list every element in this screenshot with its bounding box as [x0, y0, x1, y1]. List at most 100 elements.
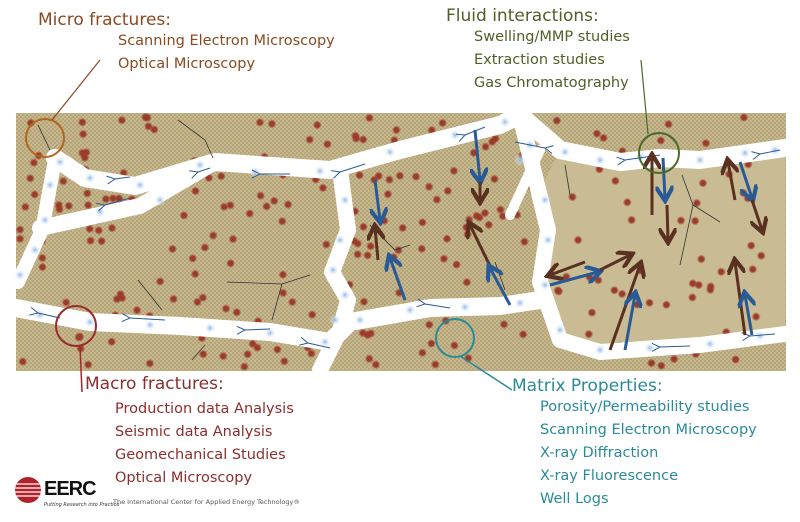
- grain-dot: [278, 270, 288, 280]
- fluid-item: Extraction studies: [474, 52, 605, 68]
- micro-item: Scanning Electron Microscopy: [118, 33, 335, 49]
- grain-dot: [142, 113, 152, 123]
- grain-dot: [359, 297, 369, 307]
- grain-dot: [58, 176, 68, 186]
- grain-dot: [256, 191, 266, 201]
- grain-dot: [676, 216, 686, 226]
- fluid-item: Swelling/MMP studies: [474, 29, 630, 45]
- grain-dot: [353, 249, 363, 259]
- grain-dot: [277, 216, 287, 226]
- fluid-glow-dot: [314, 165, 326, 177]
- grain-dot: [383, 189, 393, 199]
- grain-dot: [363, 250, 373, 260]
- grain-dot: [216, 171, 226, 181]
- grain-dot: [167, 244, 177, 254]
- micro-fractures-heading: Micro fractures:: [38, 10, 171, 30]
- matrix-item: X-ray Fluorescence: [540, 468, 679, 484]
- grain-dot: [15, 225, 25, 235]
- grain-dot: [499, 319, 509, 329]
- grain-dot: [449, 166, 459, 176]
- grain-dot: [716, 267, 726, 277]
- grain-dot: [20, 202, 30, 212]
- grain-dot: [426, 339, 436, 349]
- grain-dot: [168, 294, 178, 304]
- grain-dot: [117, 115, 127, 125]
- grain-dot: [267, 119, 277, 129]
- grain-dot: [424, 320, 434, 330]
- fluid-glow-dot: [542, 234, 554, 246]
- grain-dot: [705, 285, 715, 295]
- grain-dot: [748, 264, 758, 274]
- grain-dot: [198, 349, 208, 359]
- grain-dot: [37, 262, 47, 272]
- grain-dot: [599, 133, 609, 143]
- grain-dot: [179, 210, 189, 220]
- fluid-glow-dot: [739, 147, 751, 159]
- grain-dot: [696, 254, 706, 264]
- grain-dot: [145, 358, 155, 368]
- grain-dot: [77, 117, 87, 127]
- grain-dot: [30, 189, 40, 199]
- grain-dot: [398, 223, 408, 233]
- fluid-glow-dot: [769, 144, 781, 156]
- grain-dot: [351, 134, 361, 144]
- grain-dot: [442, 234, 452, 244]
- grain-dot: [573, 235, 583, 245]
- grain-dot: [221, 304, 231, 314]
- grain-dot: [97, 236, 107, 246]
- grain-dot: [417, 217, 427, 227]
- organization-tagline: The International Center for Applied Ene…: [113, 498, 300, 506]
- grain-dot: [622, 197, 632, 207]
- grain-dot: [424, 182, 434, 192]
- grain-dot: [144, 121, 154, 131]
- grain-dot: [364, 354, 374, 364]
- grain-dot: [74, 332, 84, 342]
- grain-dot: [366, 328, 376, 338]
- grain-dot: [439, 254, 449, 264]
- fluid-glow-dot: [354, 314, 366, 326]
- grain-dot: [269, 196, 279, 206]
- fluid-glow-dot: [404, 304, 416, 316]
- grain-dot: [321, 239, 331, 249]
- grain-dot: [190, 186, 200, 196]
- grain-dot: [262, 201, 272, 211]
- fluid-glow-dot: [559, 146, 571, 158]
- fluid-glow-dot: [514, 154, 526, 166]
- grain-dot: [701, 138, 711, 148]
- grain-dot: [417, 244, 427, 254]
- grain-dot: [656, 135, 666, 145]
- fluid-glow-dot: [539, 194, 551, 206]
- fluid-glow-dot: [84, 316, 96, 328]
- fluid-glow-dot: [204, 322, 216, 334]
- fluid-glow-dot: [84, 172, 96, 184]
- callout-circles: [25, 59, 680, 393]
- matrix-callout: [435, 318, 475, 358]
- fluid-glow-dot: [539, 279, 551, 291]
- grain-dot: [82, 188, 92, 198]
- matrix-properties-heading: Matrix Properties:: [512, 376, 663, 396]
- fluid-glow-dot: [704, 338, 716, 350]
- grain-dot: [411, 172, 421, 182]
- grain-dot: [472, 211, 482, 221]
- fluid-glow-dot: [499, 116, 511, 128]
- grain-dot: [617, 289, 627, 299]
- grain-dot: [609, 285, 619, 295]
- eerc-logo-mark: [15, 477, 41, 503]
- grain-dot: [107, 337, 117, 347]
- fluid-glow-dot: [554, 324, 566, 336]
- grain-dot: [449, 340, 459, 350]
- grain-dot: [417, 348, 427, 358]
- grain-dot: [155, 276, 165, 286]
- macro-fractures-heading: Macro fractures:: [85, 374, 224, 394]
- grain-dot: [107, 223, 117, 233]
- micro-fractures-label: Micro fractures: Scanning Electron Micro…: [38, 10, 335, 76]
- fluid-glow-dot: [384, 146, 396, 158]
- grain-dot: [307, 310, 317, 320]
- grain-dot: [627, 215, 637, 225]
- grain-dot: [355, 170, 365, 180]
- fluid-glow-dot: [329, 314, 341, 326]
- grain-dot: [587, 308, 597, 318]
- grain-dot: [498, 211, 508, 221]
- grain-dot: [592, 129, 602, 139]
- grain-dot: [739, 112, 749, 122]
